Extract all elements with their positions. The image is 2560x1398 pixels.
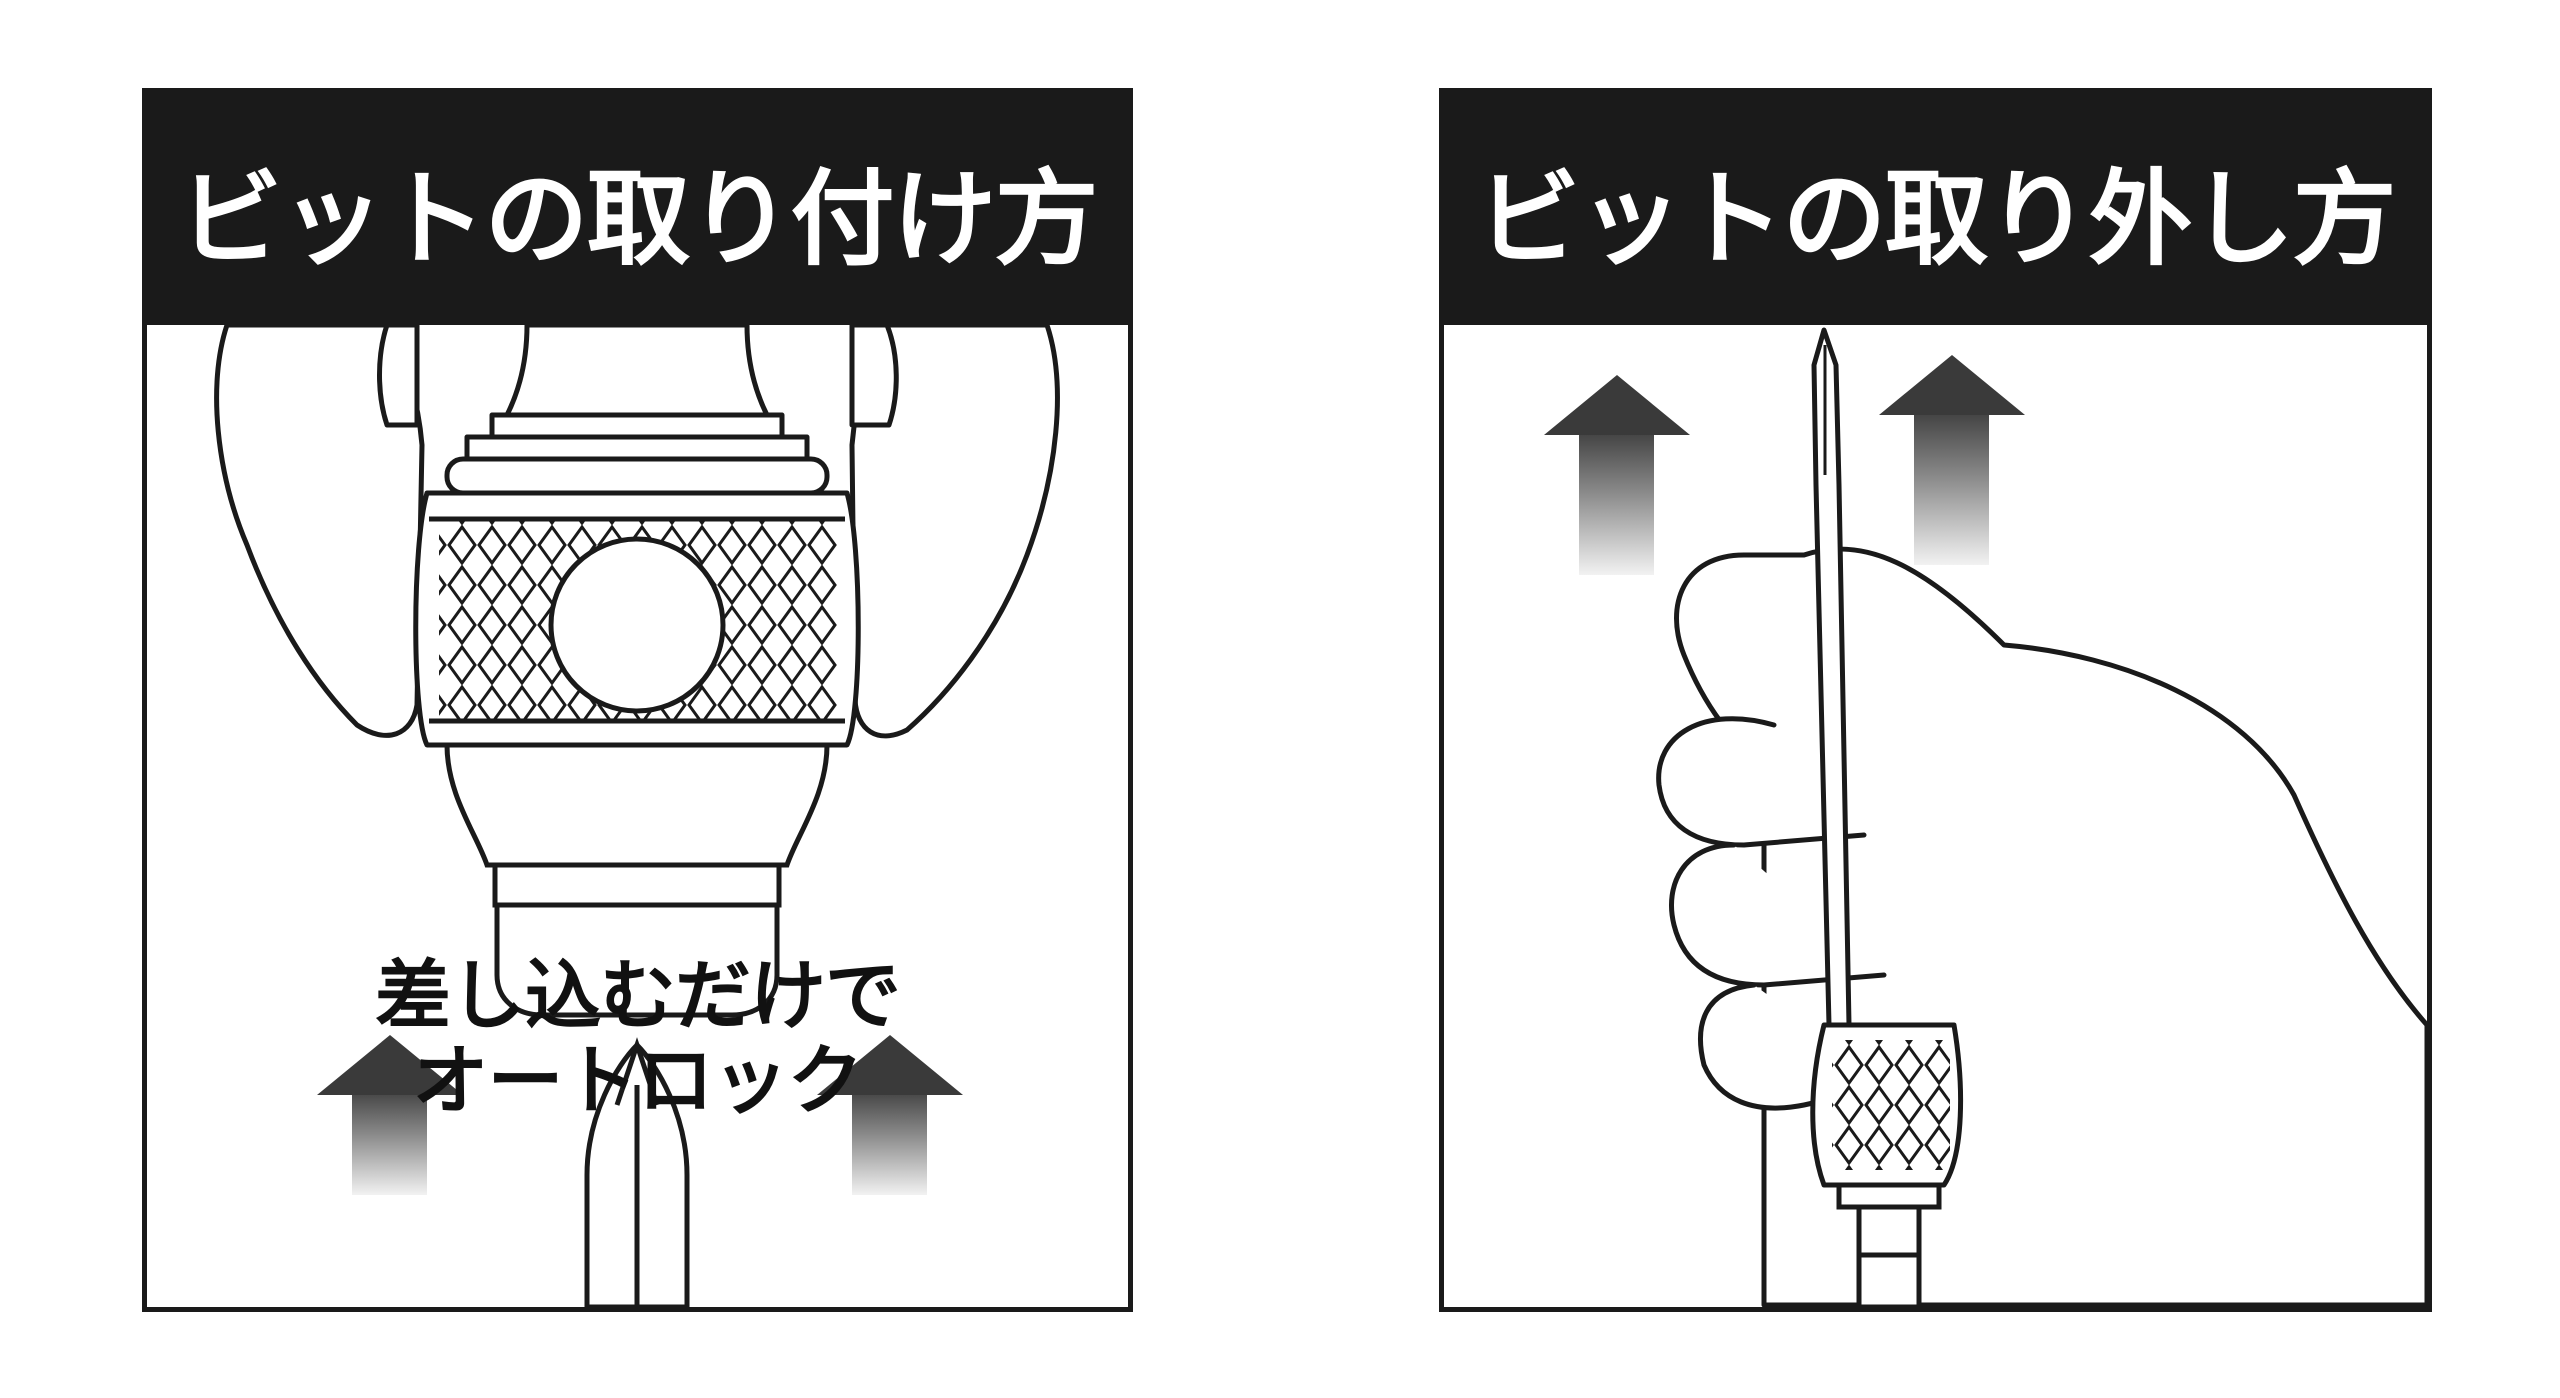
hand-pulling-bit-illustration <box>1544 327 2427 1307</box>
panel-header: ビットの取り外し方 <box>1444 93 2427 325</box>
release-button <box>548 536 726 714</box>
panel-attach: ビットの取り付け方 <box>142 88 1133 1312</box>
up-arrow-icon <box>817 1035 963 1195</box>
finger <box>1656 716 1867 848</box>
panel-title: ビットの取り付け方 <box>178 157 1098 280</box>
caption-line-1: 差し込むだけで <box>375 951 901 1040</box>
up-arrow-icon <box>1879 355 2025 565</box>
up-arrow-icon <box>1544 375 1690 575</box>
panel-title: ビットの取り外し方 <box>1476 157 2396 280</box>
caption: 差し込むだけで オートロック <box>147 953 1128 1123</box>
panel-detach: ビットの取り外し方 <box>1439 88 2432 1312</box>
up-arrow-icon <box>317 1035 463 1195</box>
panel-header: ビットの取り付け方 <box>147 93 1128 325</box>
caption-line-2: オートロック <box>412 1036 864 1126</box>
bit-illustration <box>584 1037 690 1307</box>
hand-holding-chuck-illustration <box>214 325 1060 1307</box>
